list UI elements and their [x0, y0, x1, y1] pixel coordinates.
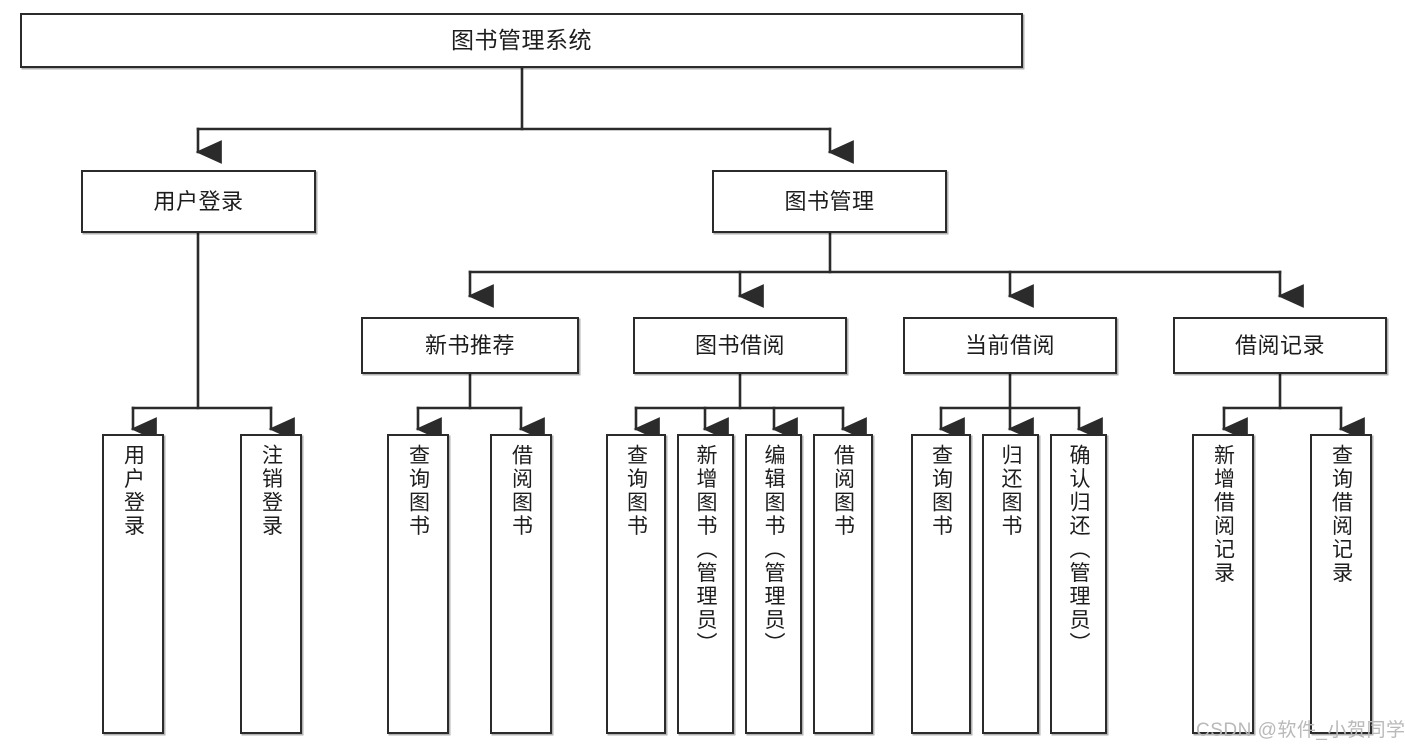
leaf-query-book-borrow[interactable]: 查询图书	[606, 434, 666, 734]
node-label: 编辑图书（管理员）	[762, 444, 785, 656]
node-label: 确认归还（管理员）	[1067, 444, 1090, 656]
node-new-book-recommend[interactable]: 新书推荐	[361, 317, 579, 374]
leaf-borrow-book-new-book[interactable]: 借阅图书	[490, 434, 552, 734]
leaf-query-book-new-book[interactable]: 查询图书	[387, 434, 449, 734]
node-label: 查询图书	[406, 444, 430, 538]
leaf-return-book[interactable]: 归还图书	[982, 434, 1039, 734]
leaf-add-borrow-record[interactable]: 新增借阅记录	[1192, 434, 1254, 734]
node-label: 注销登录	[259, 444, 283, 538]
node-label: 图书借阅	[694, 332, 785, 358]
leaf-user-login[interactable]: 用户登录	[102, 434, 164, 734]
node-label: 当前借阅	[964, 332, 1055, 358]
node-label: 借阅图书	[509, 444, 533, 538]
node-label: 图书管理	[784, 188, 875, 214]
node-book-borrow[interactable]: 图书借阅	[633, 317, 847, 374]
node-label: 图书管理系统	[451, 26, 592, 53]
node-user-login[interactable]: 用户登录	[81, 170, 316, 233]
node-book-management[interactable]: 图书管理	[712, 170, 947, 233]
node-label: 归还图书	[999, 444, 1022, 538]
node-label: 查询图书	[929, 444, 953, 538]
node-root-book-management-system[interactable]: 图书管理系统	[20, 13, 1023, 68]
node-current-borrow[interactable]: 当前借阅	[903, 317, 1117, 374]
node-label: 查询借阅记录	[1329, 444, 1353, 585]
leaf-query-borrow-record[interactable]: 查询借阅记录	[1310, 434, 1372, 734]
node-label: 新书推荐	[424, 332, 515, 358]
leaf-confirm-return-admin[interactable]: 确认归还（管理员）	[1050, 434, 1107, 734]
node-label: 查询图书	[624, 444, 648, 538]
csdn-watermark: CSDN @软件_小贺同学	[1196, 720, 1405, 741]
node-label: 新增借阅记录	[1211, 444, 1235, 585]
leaf-logout[interactable]: 注销登录	[240, 434, 302, 734]
leaf-query-book-current[interactable]: 查询图书	[911, 434, 971, 734]
node-label: 借阅记录	[1234, 332, 1325, 358]
leaf-borrow-book-borrow[interactable]: 借阅图书	[813, 434, 873, 734]
node-label: 用户登录	[153, 188, 244, 214]
node-borrow-record[interactable]: 借阅记录	[1173, 317, 1387, 374]
node-label: 新增图书（管理员）	[694, 444, 717, 656]
node-label: 用户登录	[121, 444, 145, 538]
leaf-add-book-admin[interactable]: 新增图书（管理员）	[677, 434, 734, 734]
node-label: 借阅图书	[831, 444, 855, 538]
leaf-edit-book-admin[interactable]: 编辑图书（管理员）	[745, 434, 802, 734]
